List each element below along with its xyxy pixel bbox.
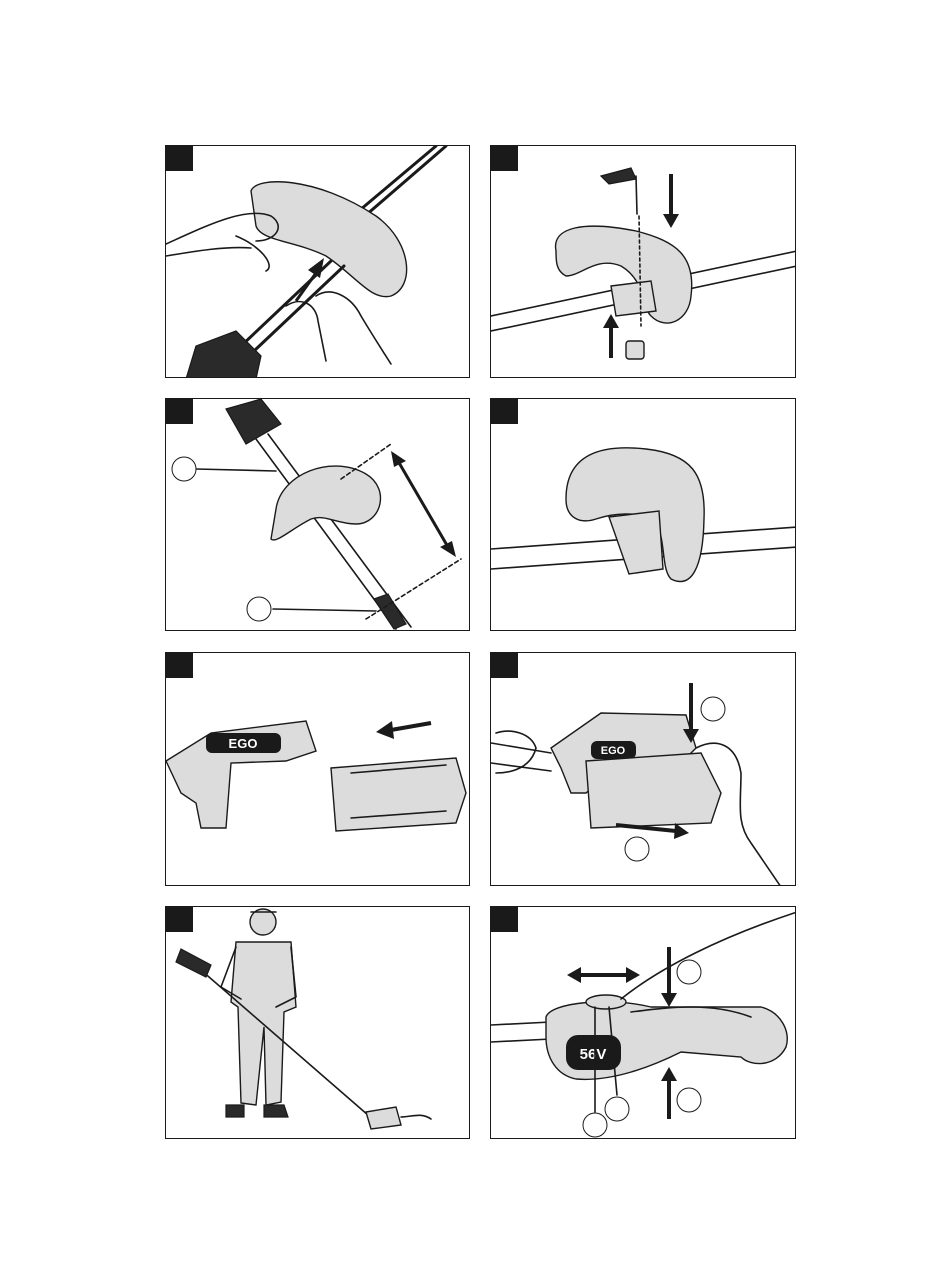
figure-panel-7 (165, 906, 470, 1139)
figure-2-illustration (491, 146, 796, 378)
figure-5-illustration: EGO (166, 653, 470, 886)
callout-ring-8d (583, 1113, 607, 1137)
figure-8-illustration: 56V (491, 907, 796, 1139)
figure-6-illustration: EGO (491, 653, 796, 886)
callout-ring-3b (247, 597, 271, 621)
figure-4-illustration (491, 399, 796, 631)
figure-1-illustration (166, 146, 470, 378)
figure-badge-2 (491, 146, 518, 171)
brand-logo-8: 56V (580, 1046, 607, 1063)
figure-panel-3 (165, 398, 470, 631)
figure-badge-8 (491, 907, 518, 932)
figure-badge-5 (166, 653, 193, 678)
callout-ring-3a (172, 457, 196, 481)
figure-7-illustration (166, 907, 470, 1139)
figure-badge-6 (491, 653, 518, 678)
figure-badge-4 (491, 399, 518, 424)
figure-panel-1 (165, 145, 470, 378)
figure-panel-4 (490, 398, 796, 631)
figure-panel-2 (490, 145, 796, 378)
callout-ring-8c (605, 1097, 629, 1121)
callout-ring-8a (677, 960, 701, 984)
figure-panel-6: EGO (490, 652, 796, 886)
figure-panel-8: 56V (490, 906, 796, 1139)
figure-badge-1 (166, 146, 193, 171)
figure-panel-5: EGO (165, 652, 470, 886)
figure-badge-3 (166, 399, 193, 424)
callout-ring-6a (701, 697, 725, 721)
figure-3-illustration (166, 399, 470, 631)
callout-ring-8b (677, 1088, 701, 1112)
brand-logo-6: EGO (601, 745, 626, 757)
brand-logo-5: EGO (229, 736, 258, 751)
callout-ring-6b (625, 837, 649, 861)
figure-badge-7 (166, 907, 193, 932)
